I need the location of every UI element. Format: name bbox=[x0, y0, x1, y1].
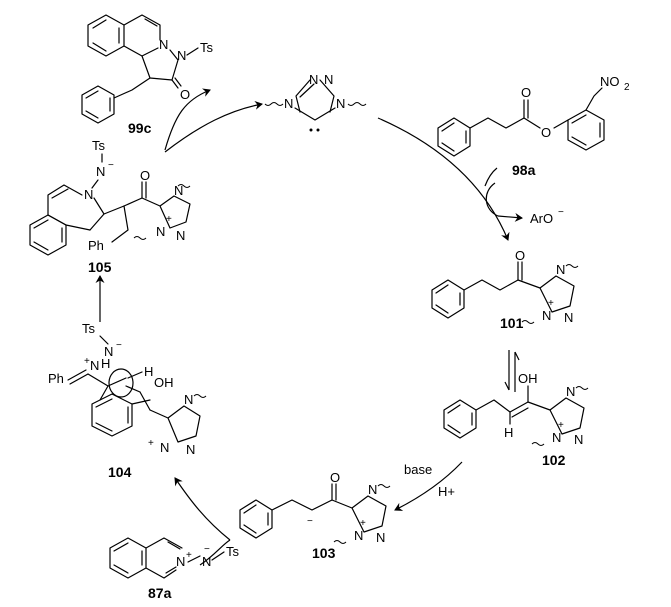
charge-plus: + bbox=[558, 420, 564, 431]
charge-plus: + bbox=[148, 438, 154, 449]
compound-nhc-carbene: N N N N bbox=[264, 72, 367, 132]
compound-104: Ts N − + N H Ph H OH N N N + 104 bbox=[48, 321, 207, 480]
arrow-102-to-103 bbox=[394, 461, 463, 511]
atom-ts: Ts bbox=[200, 40, 214, 55]
reagent-labels: base H+ bbox=[404, 462, 455, 499]
atom-n: N bbox=[160, 440, 169, 455]
atom-h: H bbox=[144, 364, 153, 379]
atom-o: O bbox=[541, 125, 551, 140]
arrow-99c-from-105 bbox=[164, 88, 211, 151]
label-101: 101 bbox=[500, 315, 524, 331]
compound-101: O N N N + 101 bbox=[431, 248, 579, 331]
atom-ts: Ts bbox=[92, 138, 106, 153]
charge-plus: + bbox=[360, 518, 366, 529]
atom-n: N bbox=[174, 183, 183, 198]
atom-oh: OH bbox=[154, 375, 174, 390]
atom-n: N bbox=[284, 96, 293, 111]
cycle-arrows bbox=[95, 88, 523, 566]
charge-minus: − bbox=[204, 544, 210, 555]
label-102: 102 bbox=[542, 452, 566, 468]
atom-n: N bbox=[368, 482, 377, 497]
atom-n: N bbox=[202, 554, 211, 569]
compound-102: H OH N N N + 102 bbox=[443, 371, 589, 468]
aro-charge: − bbox=[558, 207, 564, 218]
compound-99c: N N Ts O 99c bbox=[81, 14, 214, 136]
arrow-carbene-to-101 bbox=[377, 117, 510, 241]
arrow-aro-release bbox=[485, 182, 523, 222]
atom-n: N bbox=[104, 344, 113, 359]
label-87a: 87a bbox=[148, 585, 172, 601]
atom-n: N bbox=[176, 228, 185, 243]
atom-ts: Ts bbox=[226, 544, 240, 559]
atom-ts: Ts bbox=[82, 321, 96, 336]
aro-text: ArO bbox=[530, 211, 553, 226]
atom-n: N bbox=[90, 358, 99, 373]
compound-98a: O O NO 2 98a bbox=[437, 74, 630, 178]
label-105: 105 bbox=[88, 259, 112, 275]
byproduct-aro: ArO − bbox=[530, 207, 564, 226]
atom-n: N bbox=[184, 392, 193, 407]
atom-n: N bbox=[84, 187, 93, 202]
atom-n: N bbox=[309, 72, 318, 87]
atom-n: N bbox=[156, 224, 165, 239]
atom-n: N bbox=[376, 530, 385, 545]
charge-plus: + bbox=[548, 298, 554, 309]
atom-ph: Ph bbox=[48, 371, 64, 386]
atom-n: N bbox=[96, 164, 105, 179]
equilibrium-arrows bbox=[504, 350, 520, 392]
atom-n: N bbox=[556, 262, 565, 277]
arrow-103-to-104 bbox=[174, 477, 231, 541]
arrow-98a-join bbox=[484, 167, 498, 187]
label-103: 103 bbox=[312, 545, 336, 561]
atom-n: N bbox=[159, 37, 168, 52]
atom-o: O bbox=[330, 470, 340, 485]
reagent-hplus: H+ bbox=[438, 484, 455, 499]
label-98a: 98a bbox=[512, 162, 536, 178]
atom-n: N bbox=[186, 442, 195, 457]
atom-n2: N bbox=[177, 48, 186, 63]
atom-no2-subscript: 2 bbox=[624, 82, 630, 93]
charge-minus: − bbox=[108, 160, 114, 171]
arrow-105-to-carbene bbox=[164, 100, 263, 153]
label-104: 104 bbox=[108, 464, 132, 480]
atom-o: O bbox=[180, 87, 190, 102]
compound-105: Ts N − N O Ph N N N + 105 bbox=[29, 138, 191, 275]
charge-plus: + bbox=[84, 356, 90, 367]
atom-n: N bbox=[336, 96, 345, 111]
atom-n: N bbox=[564, 310, 573, 325]
compound-103: − O N N N + 103 bbox=[239, 470, 391, 561]
charge-plus: + bbox=[186, 550, 192, 561]
atom-n: N bbox=[176, 554, 185, 569]
atom-n: N bbox=[354, 528, 363, 543]
atom-h: H bbox=[101, 356, 110, 371]
charge-minus: − bbox=[116, 340, 122, 351]
atom-no2: NO bbox=[600, 74, 620, 89]
charge-plus: + bbox=[166, 214, 172, 225]
label-99c: 99c bbox=[128, 120, 152, 136]
atom-o: O bbox=[140, 168, 150, 183]
atom-n: N bbox=[574, 432, 583, 447]
atom-n: N bbox=[566, 384, 575, 399]
atom-ph: Ph bbox=[88, 238, 104, 253]
charge-minus: − bbox=[307, 516, 313, 527]
atom-n: N bbox=[542, 308, 551, 323]
atom-n: N bbox=[324, 72, 333, 87]
compound-87a: N + N − Ts 87a bbox=[109, 537, 240, 601]
atom-n: N bbox=[552, 430, 561, 445]
arrow-87a-join bbox=[199, 539, 231, 566]
atom-oh: OH bbox=[518, 371, 538, 386]
reagent-base: base bbox=[404, 462, 432, 477]
atom-o: O bbox=[515, 248, 525, 263]
atom-h: H bbox=[504, 425, 513, 440]
atom-o: O bbox=[521, 85, 531, 100]
